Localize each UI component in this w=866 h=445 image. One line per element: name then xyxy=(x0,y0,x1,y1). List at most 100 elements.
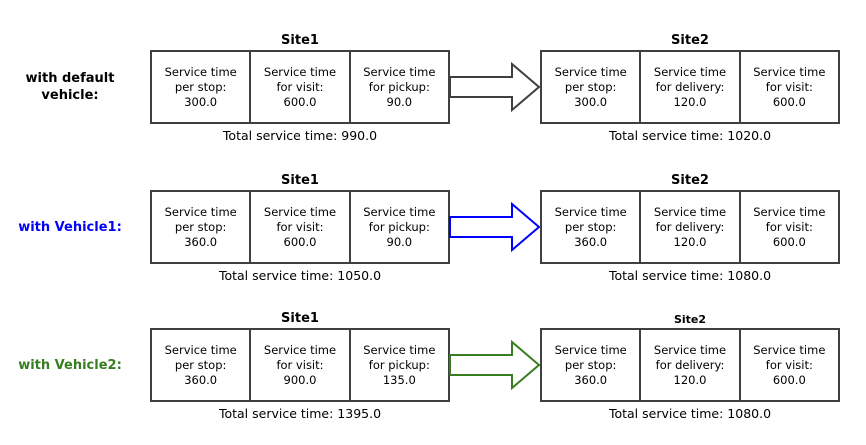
cell-line: per stop: xyxy=(174,219,227,234)
cell-line: for visit: xyxy=(765,79,813,94)
cell-line: Service time xyxy=(653,64,727,79)
arrow-icon xyxy=(449,62,541,112)
cell-line: for delivery: xyxy=(655,219,725,234)
cell-line: for visit: xyxy=(765,357,813,372)
cell-value: 300.0 xyxy=(184,94,218,109)
block-arrow-shape xyxy=(449,340,541,390)
cell-value: 90.0 xyxy=(386,234,413,249)
cell-line: Service time xyxy=(753,64,826,79)
cell-line: Service time xyxy=(653,204,727,219)
service-cell: Service time per stop: 360.0 xyxy=(152,330,249,400)
site2-box: Service time per stop: 360.0 Service tim… xyxy=(540,190,840,264)
cell-line: Service time xyxy=(554,342,627,357)
service-cell: Service time for delivery: 120.0 xyxy=(639,192,738,262)
cell-line: for visit: xyxy=(276,357,324,372)
service-cell: Service time for pickup: 90.0 xyxy=(348,52,448,122)
site2-box: Service time per stop: 360.0 Service tim… xyxy=(540,328,840,402)
cell-value: 360.0 xyxy=(184,372,218,387)
site2-title: Site2 xyxy=(671,173,709,188)
cell-value: 120.0 xyxy=(673,372,707,387)
site1-total: Total service time: 1395.0 xyxy=(218,406,382,421)
service-cell: Service time for delivery: 120.0 xyxy=(639,330,738,400)
site1-title: Site1 xyxy=(281,311,319,326)
service-cell: Service time per stop: 360.0 xyxy=(542,330,639,400)
service-cell: Service time for visit: 900.0 xyxy=(249,330,348,400)
site2-total: Total service time: 1020.0 xyxy=(608,128,772,143)
site1-box: Service time per stop: 300.0 Service tim… xyxy=(150,50,450,124)
service-cell: Service time per stop: 300.0 xyxy=(152,52,249,122)
arrow-icon xyxy=(449,202,541,252)
site2-total: Total service time: 1080.0 xyxy=(608,406,772,421)
site1-total: Total service time: 1050.0 xyxy=(218,268,382,283)
cell-line: Service time xyxy=(363,342,436,357)
cell-line: per stop: xyxy=(564,219,617,234)
vehicle-label: with Vehicle1: xyxy=(18,219,122,235)
cell-line: Service time xyxy=(753,204,826,219)
cell-line: for visit: xyxy=(765,219,813,234)
arrow-icon xyxy=(449,340,541,390)
cell-line: per stop: xyxy=(564,357,617,372)
cell-value: 600.0 xyxy=(283,234,317,249)
cell-line: for visit: xyxy=(276,79,324,94)
cell-line: Service time xyxy=(753,342,826,357)
site2-title: Site2 xyxy=(673,313,707,326)
service-cell: Service time for visit: 600.0 xyxy=(249,192,348,262)
cell-line: per stop: xyxy=(174,357,227,372)
cell-line: for visit: xyxy=(276,219,324,234)
vehicle-label: with Vehicle2: xyxy=(18,357,122,373)
cell-line: Service time xyxy=(554,64,627,79)
service-cell: Service time for visit: 600.0 xyxy=(738,192,838,262)
site1-box: Service time per stop: 360.0 Service tim… xyxy=(150,190,450,264)
cell-line: Service time xyxy=(263,342,337,357)
service-cell: Service time for visit: 600.0 xyxy=(738,52,838,122)
block-arrow-shape xyxy=(449,202,541,252)
cell-value: 120.0 xyxy=(673,234,707,249)
cell-line: Service time xyxy=(653,342,727,357)
cell-line: Service time xyxy=(363,204,436,219)
cell-line: per stop: xyxy=(564,79,617,94)
service-cell: Service time per stop: 360.0 xyxy=(542,192,639,262)
cell-line: for pickup: xyxy=(368,219,430,234)
cell-line: for delivery: xyxy=(655,79,725,94)
site2-box: Service time per stop: 300.0 Service tim… xyxy=(540,50,840,124)
vehicle-row-default: with default vehicle: Site1 Service time… xyxy=(0,28,866,156)
cell-value: 600.0 xyxy=(772,234,806,249)
cell-line: Service time xyxy=(164,342,237,357)
cell-line: Service time xyxy=(263,204,337,219)
cell-line: Service time xyxy=(554,204,627,219)
site2-total: Total service time: 1080.0 xyxy=(608,268,772,283)
cell-line: Service time xyxy=(263,64,337,79)
service-cell: Service time per stop: 360.0 xyxy=(152,192,249,262)
cell-line: for pickup: xyxy=(368,357,430,372)
cell-value: 600.0 xyxy=(772,372,806,387)
cell-line: Service time xyxy=(164,204,237,219)
cell-line: Service time xyxy=(164,64,237,79)
cell-value: 900.0 xyxy=(283,372,317,387)
service-cell: Service time for visit: 600.0 xyxy=(738,330,838,400)
cell-value: 120.0 xyxy=(673,94,707,109)
site1-title: Site1 xyxy=(281,173,319,188)
cell-value: 600.0 xyxy=(283,94,317,109)
block-arrow-shape xyxy=(449,62,541,112)
cell-line: for delivery: xyxy=(655,357,725,372)
site2-title: Site2 xyxy=(671,33,709,48)
cell-line: Service time xyxy=(363,64,436,79)
site1-title: Site1 xyxy=(281,33,319,48)
site1-total: Total service time: 990.0 xyxy=(222,128,378,143)
service-cell: Service time for pickup: 135.0 xyxy=(348,330,448,400)
cell-value: 600.0 xyxy=(772,94,806,109)
vehicle-row-vehicle1: with Vehicle1: Site1 Service time per st… xyxy=(0,168,866,296)
site1-box: Service time per stop: 360.0 Service tim… xyxy=(150,328,450,402)
vehicle-row-vehicle2: with Vehicle2: Site1 Service time per st… xyxy=(0,306,866,434)
vehicle-label: with default vehicle: xyxy=(25,71,115,103)
service-cell: Service time for visit: 600.0 xyxy=(249,52,348,122)
cell-value: 360.0 xyxy=(184,234,218,249)
cell-value: 135.0 xyxy=(382,372,416,387)
cell-line: per stop: xyxy=(174,79,227,94)
cell-value: 300.0 xyxy=(574,94,608,109)
cell-value: 360.0 xyxy=(574,234,608,249)
service-cell: Service time per stop: 300.0 xyxy=(542,52,639,122)
cell-value: 90.0 xyxy=(386,94,413,109)
cell-value: 360.0 xyxy=(574,372,608,387)
